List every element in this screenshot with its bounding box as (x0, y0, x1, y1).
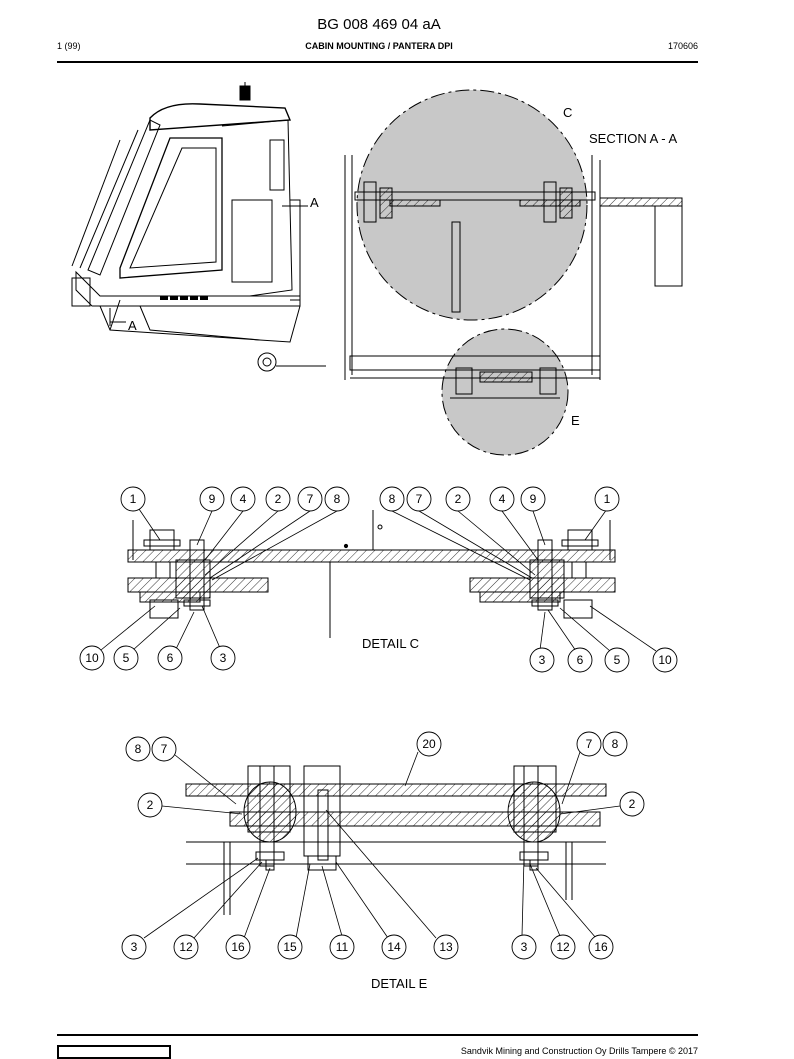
callout-label: 5 (123, 651, 130, 665)
callout-circle (79, 645, 105, 671)
callout-label: 16 (231, 940, 245, 954)
callout-label: 13 (439, 940, 453, 954)
callout-label: 10 (85, 651, 99, 665)
callout-circle (416, 731, 442, 757)
callout-circle (173, 934, 199, 960)
callout-label: 14 (387, 940, 401, 954)
section-marker-bottom: A (128, 318, 137, 333)
callout-circle (225, 934, 251, 960)
callout-circle (520, 486, 546, 512)
callout-label: 7 (416, 492, 423, 506)
callout-label: 16 (594, 940, 608, 954)
callout-label: 8 (135, 742, 142, 756)
callout-label: 6 (577, 653, 584, 667)
callout-circle (329, 934, 355, 960)
detail-e-callout-labels: 8 7 20 7 8 2 2 3 12 16 15 11 14 13 3 12 … (131, 737, 636, 954)
callout-label: 2 (629, 797, 636, 811)
callout-label: 5 (614, 653, 621, 667)
detail-c-drawing (100, 508, 657, 652)
callout-circle (604, 647, 630, 673)
callout-circle (433, 934, 459, 960)
callout-label: 8 (612, 737, 619, 751)
callout-circle (210, 645, 236, 671)
cabin-side-view (71, 82, 326, 372)
callout-label: 8 (334, 492, 341, 506)
callout-circle (137, 792, 163, 818)
callout-circle (602, 731, 628, 757)
callout-label: 9 (209, 492, 216, 506)
callout-label: 7 (161, 742, 168, 756)
section-title: SECTION A - A (589, 131, 677, 146)
detail-c-marker: C (563, 105, 572, 120)
callout-label: 9 (530, 492, 537, 506)
callout-circle (406, 486, 432, 512)
callout-label: 2 (455, 492, 462, 506)
detail-e-drawing (143, 751, 621, 939)
callout-circle (113, 645, 139, 671)
callout-label: 11 (336, 940, 349, 954)
callout-circle (277, 934, 303, 960)
callout-circle (619, 791, 645, 817)
callout-circle (594, 486, 620, 512)
section-marker-top: A (310, 195, 319, 210)
callout-circle (121, 934, 147, 960)
callout-circle (324, 486, 350, 512)
callout-circle (567, 647, 593, 673)
callout-circle (151, 736, 177, 762)
callout-circle (157, 645, 183, 671)
callout-circle (199, 486, 225, 512)
callout-label: 10 (658, 653, 672, 667)
callout-circle (550, 934, 576, 960)
callout-label: 12 (179, 940, 193, 954)
copyright-text: Sandvik Mining and Construction Oy Drill… (460, 1046, 698, 1056)
callout-label: 3 (220, 651, 227, 665)
header-rule (57, 61, 698, 63)
callout-circle (445, 486, 471, 512)
brand-logo (57, 1045, 171, 1059)
callout-label: 7 (586, 737, 593, 751)
date-code: 170606 (667, 41, 698, 51)
callout-label: 1 (604, 492, 611, 506)
callout-label: 15 (283, 940, 297, 954)
callout-label: 6 (167, 651, 174, 665)
callout-label: 8 (389, 492, 396, 506)
callout-label: 3 (521, 940, 528, 954)
callout-circle (297, 486, 323, 512)
section-a-a-view (344, 89, 683, 456)
page-number: 1 (99) (57, 41, 81, 51)
callout-circle (379, 486, 405, 512)
detail-e-title: DETAIL E (371, 976, 428, 991)
callout-label: 2 (275, 492, 282, 506)
callout-label: 4 (499, 492, 506, 506)
callout-circle (511, 934, 537, 960)
callout-circle (125, 736, 151, 762)
callout-circle (489, 486, 515, 512)
footer-rule (57, 1034, 698, 1036)
detail-c-title: DETAIL C (362, 636, 419, 651)
detail-c-callout-labels: 1 9 4 2 7 8 8 7 2 4 9 1 10 5 6 3 3 6 5 1… (85, 492, 672, 667)
callout-circle (588, 934, 614, 960)
document-number: BG 008 469 04 aA (317, 16, 441, 33)
callout-label: 12 (556, 940, 570, 954)
callout-label: 2 (147, 798, 154, 812)
callout-label: 3 (539, 653, 546, 667)
callout-circle (265, 486, 291, 512)
callout-label: 4 (240, 492, 247, 506)
page-title: CABIN MOUNTING / PANTERA DPI (305, 41, 453, 51)
callout-label: 20 (422, 737, 436, 751)
callout-circle (381, 934, 407, 960)
detail-e-callouts (121, 731, 645, 960)
callout-label: 7 (307, 492, 314, 506)
callout-label: 3 (131, 940, 138, 954)
detail-e-marker: E (571, 413, 580, 428)
callout-circle (652, 647, 678, 673)
callout-circle (230, 486, 256, 512)
callout-label: 1 (130, 492, 137, 506)
callout-circle (529, 647, 555, 673)
detail-c-callouts (79, 486, 678, 673)
callout-circle (120, 486, 146, 512)
callout-circle (576, 731, 602, 757)
